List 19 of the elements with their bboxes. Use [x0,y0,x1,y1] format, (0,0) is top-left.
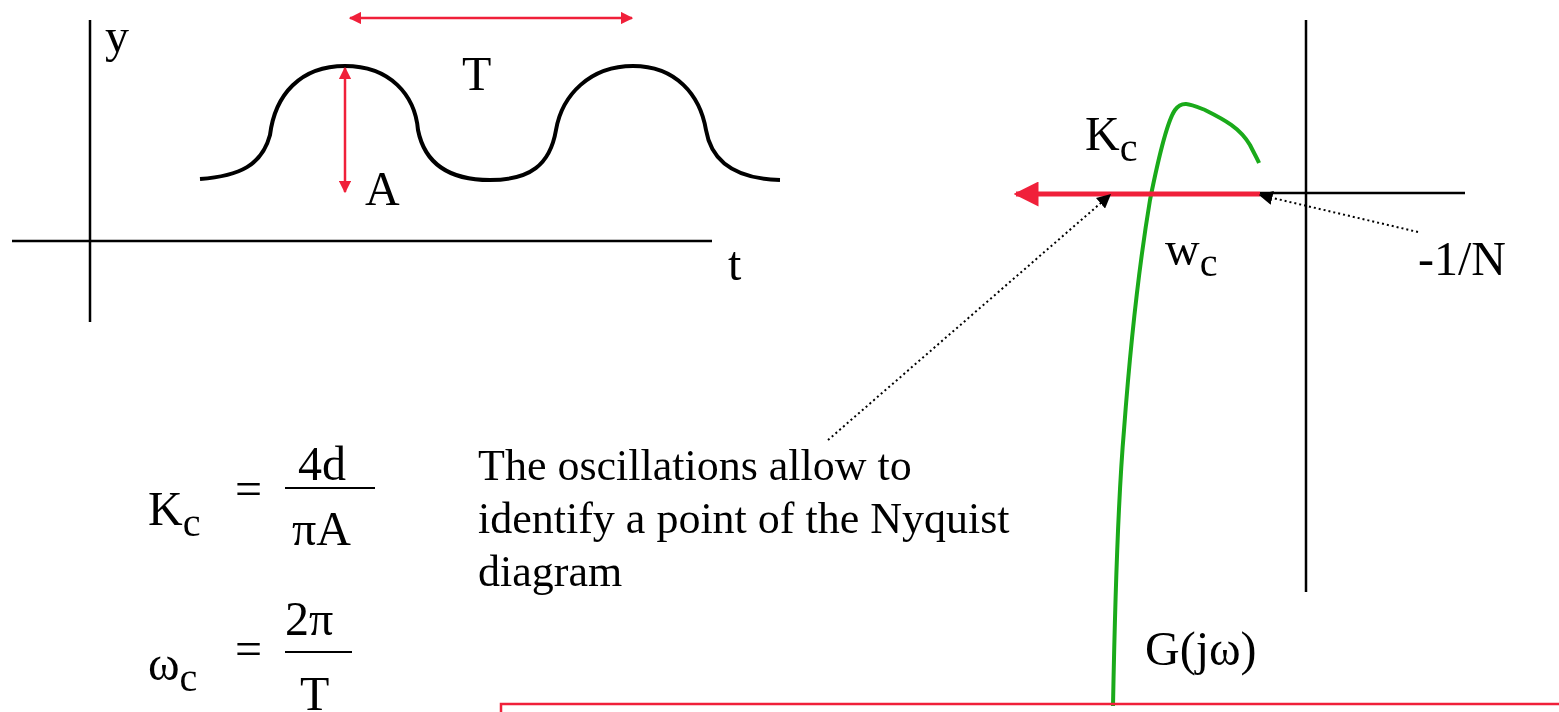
math-text: 4d [298,440,346,488]
math-text: y [105,12,129,60]
note-text: The oscillations allow to identify a point of the Nyquist diagram [478,440,1038,599]
math-text: t [728,240,742,288]
locus-label: -1/N [1418,230,1558,288]
math-text: πA [292,505,351,553]
math-text: 2π [285,595,334,643]
math-text: = [235,465,263,513]
math-text: T [462,50,492,98]
symbol-label: w$_{c}$ [1165,225,1218,283]
locus-arrow [1013,181,1260,207]
symbol-label: K$_{c}$ [1085,110,1138,168]
math-text: = [235,625,263,673]
math-text: A [365,165,400,213]
symbol-label: K$_{c}$ [148,485,201,543]
leader-line [1258,191,1419,233]
leader-line [827,194,1112,441]
symbol-label: ω$_{c}$ [148,640,198,698]
math-text: T [300,670,330,712]
